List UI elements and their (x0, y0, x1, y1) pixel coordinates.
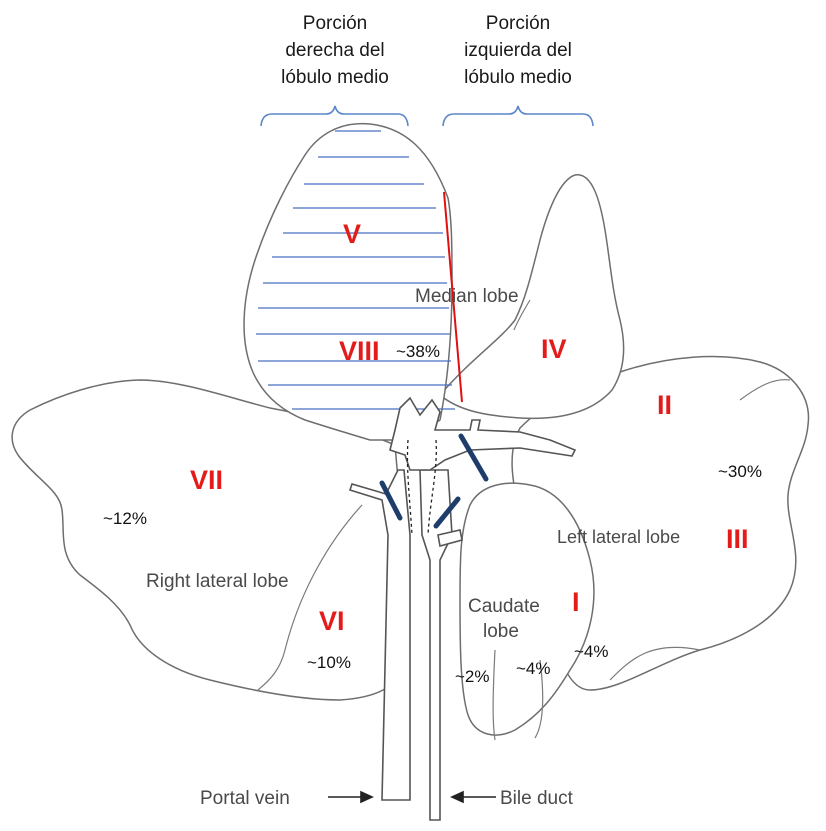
pct-right-lateral-upper: ~12% (103, 509, 147, 528)
segment-V-label: V (343, 219, 361, 249)
caudate-label-line-1: Caudate (468, 596, 540, 617)
median-lobe-right-outline (244, 124, 452, 440)
segment-VIII-label: VIII (339, 336, 380, 366)
bile-duct-label: Bile duct (500, 788, 574, 809)
pct-caudate-a: ~2% (455, 667, 490, 686)
segment-VI-label: VI (319, 606, 345, 636)
pct-caudate-c: ~4% (574, 642, 609, 661)
right-portion-bracket (261, 106, 408, 126)
portal-vein-arrowhead (361, 792, 372, 802)
segment-I-label: I (572, 587, 580, 617)
segment-II-label: II (657, 390, 672, 420)
pct-right-lateral-lower: ~10% (307, 653, 351, 672)
segment-VII-label: VII (190, 465, 223, 495)
pct-caudate-b: ~4% (516, 659, 551, 678)
left-portion-bracket (443, 106, 593, 126)
bile-duct-arrowhead (452, 792, 463, 802)
caudate-label-line-2: lobe (483, 621, 519, 642)
portal-vein-label: Portal vein (200, 788, 290, 809)
left-lateral-lobe-label: Left lateral lobe (557, 527, 680, 547)
segment-III-label: III (726, 524, 749, 554)
pct-median-right: ~38% (396, 342, 440, 361)
right-lateral-lobe-label: Right lateral lobe (146, 571, 289, 592)
pct-left-lateral: ~30% (718, 462, 762, 481)
segment-IV-label: IV (541, 334, 567, 364)
median-lobe-label: Median lobe (415, 286, 519, 307)
